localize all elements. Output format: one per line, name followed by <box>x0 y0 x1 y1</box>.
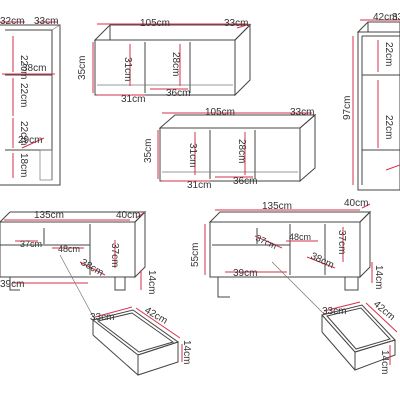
sb-right-shelf-d: 38cm <box>309 251 336 271</box>
sb-right-width: 135cm <box>262 201 292 212</box>
cab-left-shelf-h1: 22cm <box>18 55 29 79</box>
shelf1-comp-w2: 36cm <box>166 88 190 99</box>
drawer-left: 33cm 42cm 14cm <box>90 305 192 376</box>
sb-right-drawer-w: 37cm <box>254 233 278 251</box>
cab-left-shelf-d: 29cm <box>18 135 42 146</box>
sb-right-drawer-inner: 48cm <box>289 232 311 242</box>
cab-right-shelf-2: 22cm <box>383 115 394 139</box>
drawer-right: 33cm 42cm 14cm <box>321 299 398 374</box>
sb-right-leg-h: 14cm <box>373 265 384 289</box>
sb-right-depth: 40cm <box>344 198 368 209</box>
sb-left-width: 135cm <box>34 210 64 221</box>
shelf1-comp-d: 28cm <box>170 52 181 76</box>
cab-right-height: 97cm <box>342 96 353 120</box>
shelf1-depth: 33cm <box>224 18 248 29</box>
shelf2-comp-w: 31cm <box>187 143 198 167</box>
cab-left-inner-w: 38cm <box>22 63 46 74</box>
leader-line-right <box>271 261 323 313</box>
sb-left-door-h: 37cm <box>109 243 120 267</box>
shelf1-width: 105cm <box>140 18 170 29</box>
shelf2-width: 105cm <box>205 107 235 118</box>
shelf2-height: 35cm <box>143 139 154 163</box>
shelf2-comp-w2: 36cm <box>233 176 257 187</box>
sb-left-leg-h: 14cm <box>146 270 157 294</box>
drawer-right-width: 33cm <box>322 306 346 317</box>
leader-line-left <box>59 254 96 321</box>
cab-right-shelf-1: 22cm <box>383 42 394 66</box>
cab-left-shelf-h2: 22cm <box>18 83 29 107</box>
cabinet-tall-left: 32cm 33cm 22cm 38cm 22cm 22cm 29cm 18cm <box>0 16 61 186</box>
shelf1-height: 35cm <box>77 56 88 80</box>
drawer-right-height: 14cm <box>379 350 390 374</box>
sideboard-left: 135cm 40cm 37cm 48cm 37cm 38cm 39cm 14cm <box>0 210 157 294</box>
cab-left-bottom-h: 18cm <box>18 153 29 177</box>
cab-left-shelf-h3: 22cm <box>18 121 29 145</box>
shelf1-comp-w: 31cm <box>122 57 133 81</box>
wall-shelf-2: 105cm 33cm 35cm 31cm 28cm 36cm 31cm <box>143 107 317 191</box>
cab-left-width: 32cm <box>0 16 24 27</box>
sb-right-height: 55cm <box>190 243 201 267</box>
cab-right-width: 42cm <box>373 12 397 23</box>
cabinet-tall-right: 42cm 33cm 97cm 22cm 22cm <box>342 12 400 191</box>
sb-left-drawer-inner: 48cm <box>58 244 80 254</box>
wall-shelf-1: 105cm 33cm 35cm 31cm 28cm 36cm 31cm <box>77 18 252 105</box>
shelf1-bottom-w: 31cm <box>121 94 145 105</box>
shelf2-comp-d: 28cm <box>236 139 247 163</box>
sb-right-shelf-w: 39cm <box>233 268 257 279</box>
drawer-left-width: 33cm <box>90 312 114 323</box>
shelf2-depth: 33cm <box>290 107 314 118</box>
sb-left-depth: 40cm <box>116 210 140 221</box>
cab-right-depth: 33cm <box>392 12 400 23</box>
sb-left-drawer-w: 37cm <box>20 239 42 249</box>
shelf2-bottom-w: 31cm <box>187 180 211 191</box>
sb-left-shelf-d: 38cm <box>79 257 106 279</box>
sideboard-right: 135cm 40cm 55cm 37cm 48cm 37cm 38cm 39cm… <box>190 198 384 298</box>
sb-right-door-h: 37cm <box>336 230 347 254</box>
sb-left-shelf-w: 39cm <box>0 279 24 290</box>
drawer-left-height: 14cm <box>181 340 192 364</box>
cab-left-depth: 33cm <box>34 16 58 27</box>
